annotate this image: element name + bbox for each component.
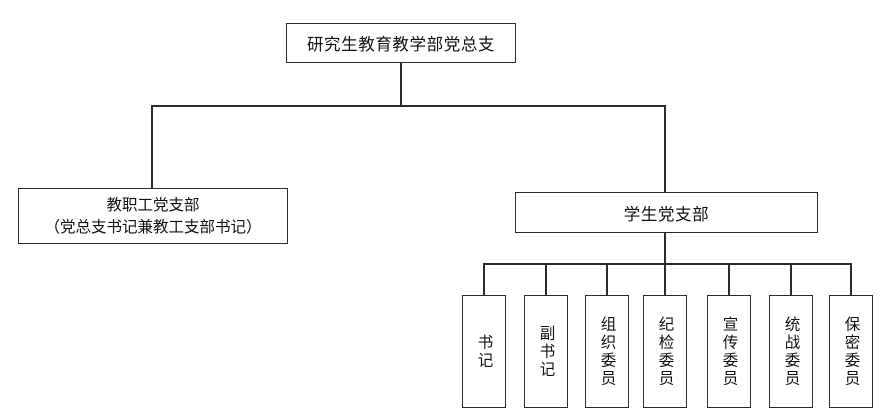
connector-root-drop bbox=[400, 62, 402, 106]
node-student-party-branch[interactable]: 学生党支部 bbox=[515, 192, 818, 233]
connector-student-drop bbox=[664, 105, 666, 193]
connector-leaf-drop-3 bbox=[606, 263, 608, 295]
connector-leaf-drop-6 bbox=[790, 263, 792, 295]
node-leaf-tongzhan-weiyuan-label: 统战委员 bbox=[782, 315, 801, 388]
connector-staff-drop bbox=[151, 105, 153, 189]
connector-leaf-bus bbox=[483, 263, 852, 265]
connector-leaf-drop-2 bbox=[545, 263, 547, 295]
connector-level1-bus bbox=[152, 105, 666, 107]
node-leaf-tongzhan-weiyuan[interactable]: 统战委员 bbox=[769, 295, 813, 408]
node-student-label: 学生党支部 bbox=[623, 204, 710, 224]
node-leaf-shuji-label: 书记 bbox=[475, 333, 494, 370]
node-root-party-branch[interactable]: 研究生教育教学部党总支 bbox=[286, 23, 516, 63]
connector-leaf-drop-4 bbox=[664, 263, 666, 295]
node-leaf-zuzhi-weiyuan-label: 组织委员 bbox=[598, 315, 617, 388]
node-leaf-fushuji-label: 副书记 bbox=[537, 324, 556, 379]
node-staff-label-line1: 教职工党支部 bbox=[106, 195, 200, 214]
connector-student-to-leafbus bbox=[664, 232, 666, 265]
node-leaf-zuzhi-weiyuan[interactable]: 组织委员 bbox=[585, 295, 629, 408]
node-leaf-baomi-weiyuan[interactable]: 保密委员 bbox=[829, 295, 873, 408]
node-leaf-xuanchuan-weiyuan[interactable]: 宣传委员 bbox=[707, 295, 751, 408]
node-leaf-shuji[interactable]: 书记 bbox=[462, 295, 506, 408]
node-staff-label-line2: （党总支书记兼教工支部书记） bbox=[44, 218, 262, 236]
connector-leaf-drop-7 bbox=[850, 263, 852, 295]
node-leaf-xuanchuan-weiyuan-label: 宣传委员 bbox=[720, 315, 739, 388]
node-leaf-fushuji[interactable]: 副书记 bbox=[524, 295, 568, 408]
connector-leaf-drop-1 bbox=[483, 263, 485, 295]
node-leaf-jijian-weiyuan[interactable]: 纪检委员 bbox=[643, 295, 687, 408]
node-staff-party-branch[interactable]: 教职工党支部 （党总支书记兼教工支部书记） bbox=[18, 188, 288, 244]
node-leaf-jijian-weiyuan-label: 纪检委员 bbox=[656, 315, 675, 388]
node-leaf-baomi-weiyuan-label: 保密委员 bbox=[842, 315, 861, 388]
node-root-label: 研究生教育教学部党总支 bbox=[306, 35, 496, 54]
connector-leaf-drop-5 bbox=[728, 263, 730, 295]
